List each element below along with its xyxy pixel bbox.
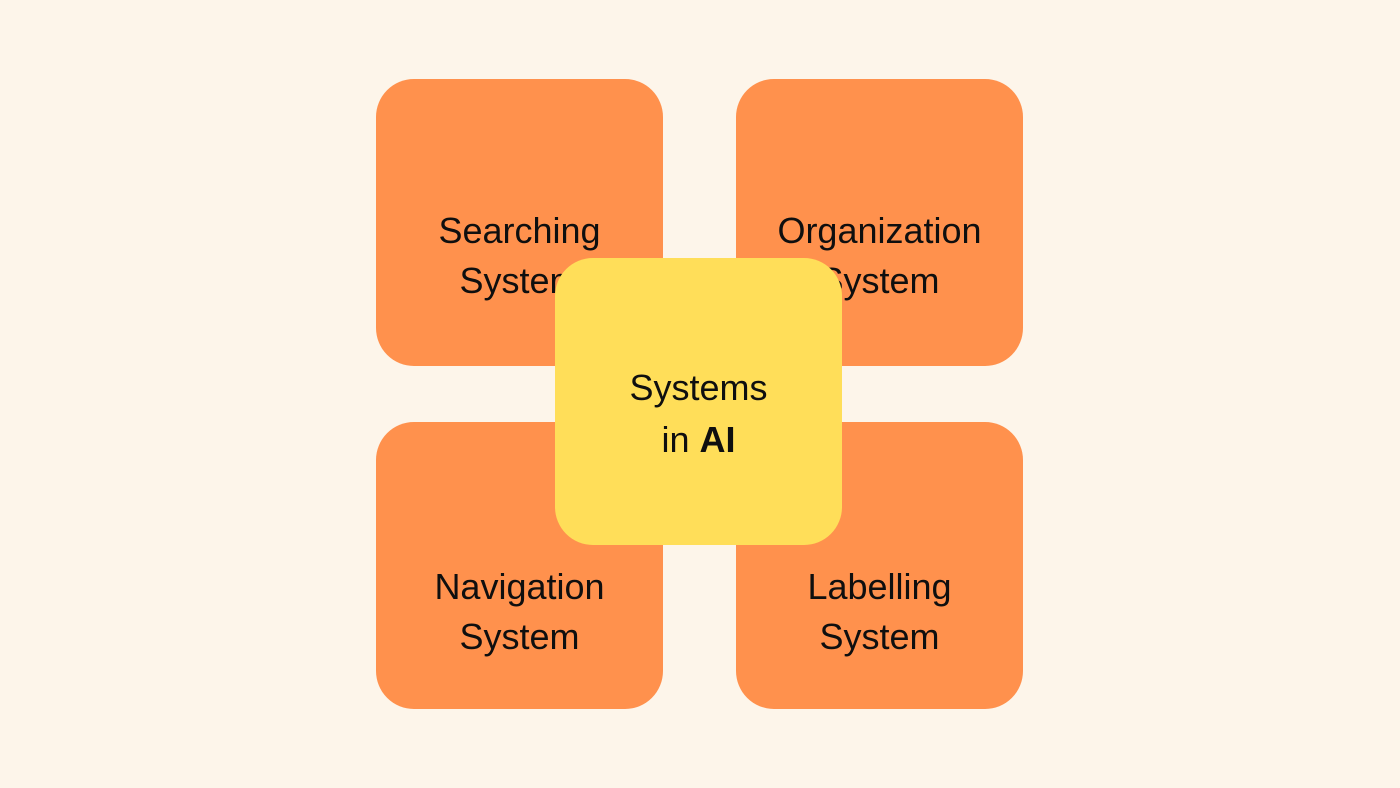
center-label-line2: in AI (555, 414, 842, 466)
card-label: Labelling System (736, 562, 1023, 662)
card-label: Navigation System (376, 562, 663, 662)
card-label-line1: Labelling (807, 566, 952, 607)
center-label-prefix: in (661, 419, 690, 460)
center-label: Systems in AI (555, 362, 842, 466)
card-label-line2: System (459, 616, 580, 657)
center-label-ai: AI (699, 419, 736, 460)
card-label-line2: System (819, 616, 940, 657)
card-label-line1: Navigation (434, 566, 605, 607)
systems-in-ai-center-card: Systems in AI (555, 258, 842, 545)
center-label-line1: Systems (629, 367, 768, 408)
searching-system-card: Searching System (376, 79, 663, 366)
card-label: Organization System (736, 206, 1023, 306)
card-label-line1: Organization (777, 210, 982, 251)
card-label-line1: Searching (438, 210, 601, 251)
